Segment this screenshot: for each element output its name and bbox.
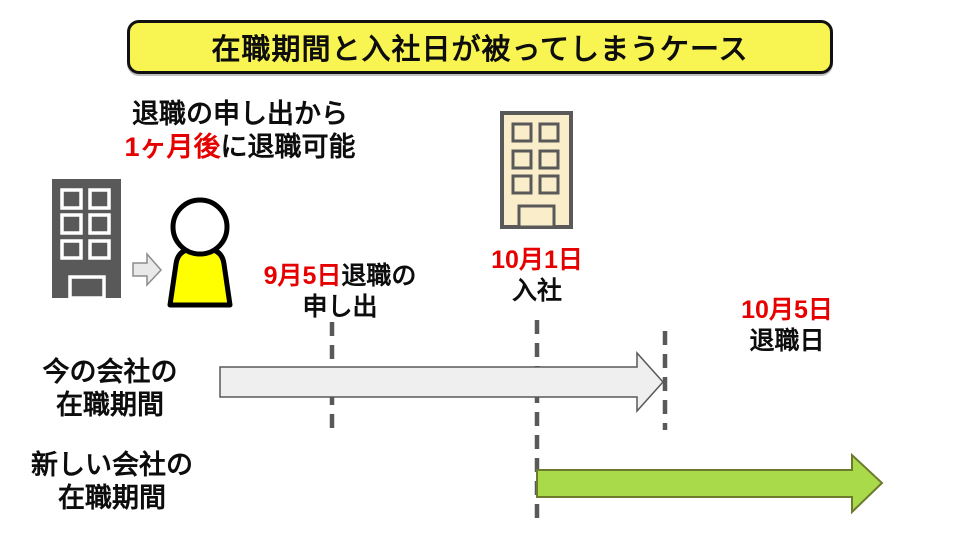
new-company-building-icon [500,111,573,229]
event-resignation-notice: 9月5日退職の 申し出 [240,261,440,322]
event-line2: 申し出 [302,292,378,321]
resignation-rule-note: 退職の申し出から 1ヶ月後に退職可能 [80,98,400,164]
new-company-period-label: 新しい会社の 在職期間 [31,450,193,513]
note-highlight: 1ヶ月後 [124,131,221,162]
current-company-period-label: 今の会社の 在職期間 [42,357,178,420]
event-date: 10月5日 [741,296,833,324]
event-date: 10月1日 [491,246,583,274]
event-joining: 10月1日 入社 [457,245,617,306]
new-employment-timeline-arrow [536,452,884,515]
transfer-right-arrow-icon [132,252,163,287]
title-banner: 在職期間と入社日が被ってしまうケース [127,20,833,74]
event-line1: 9月5日退職の [263,262,417,290]
note-line1: 退職の申し出から [132,99,348,129]
event-label: 退職日 [749,326,825,355]
employee-person-icon [167,197,233,308]
event-date: 9月5日 [263,262,342,290]
current-employment-timeline-arrow [219,351,665,413]
current-company-building-icon [52,179,121,300]
event-label: 入社 [511,276,562,305]
event-resignation-day: 10月5日 退職日 [697,295,877,356]
note-line2: 1ヶ月後に退職可能 [124,131,356,162]
page-title: 在職期間と入社日が被ってしまうケース [211,34,749,66]
